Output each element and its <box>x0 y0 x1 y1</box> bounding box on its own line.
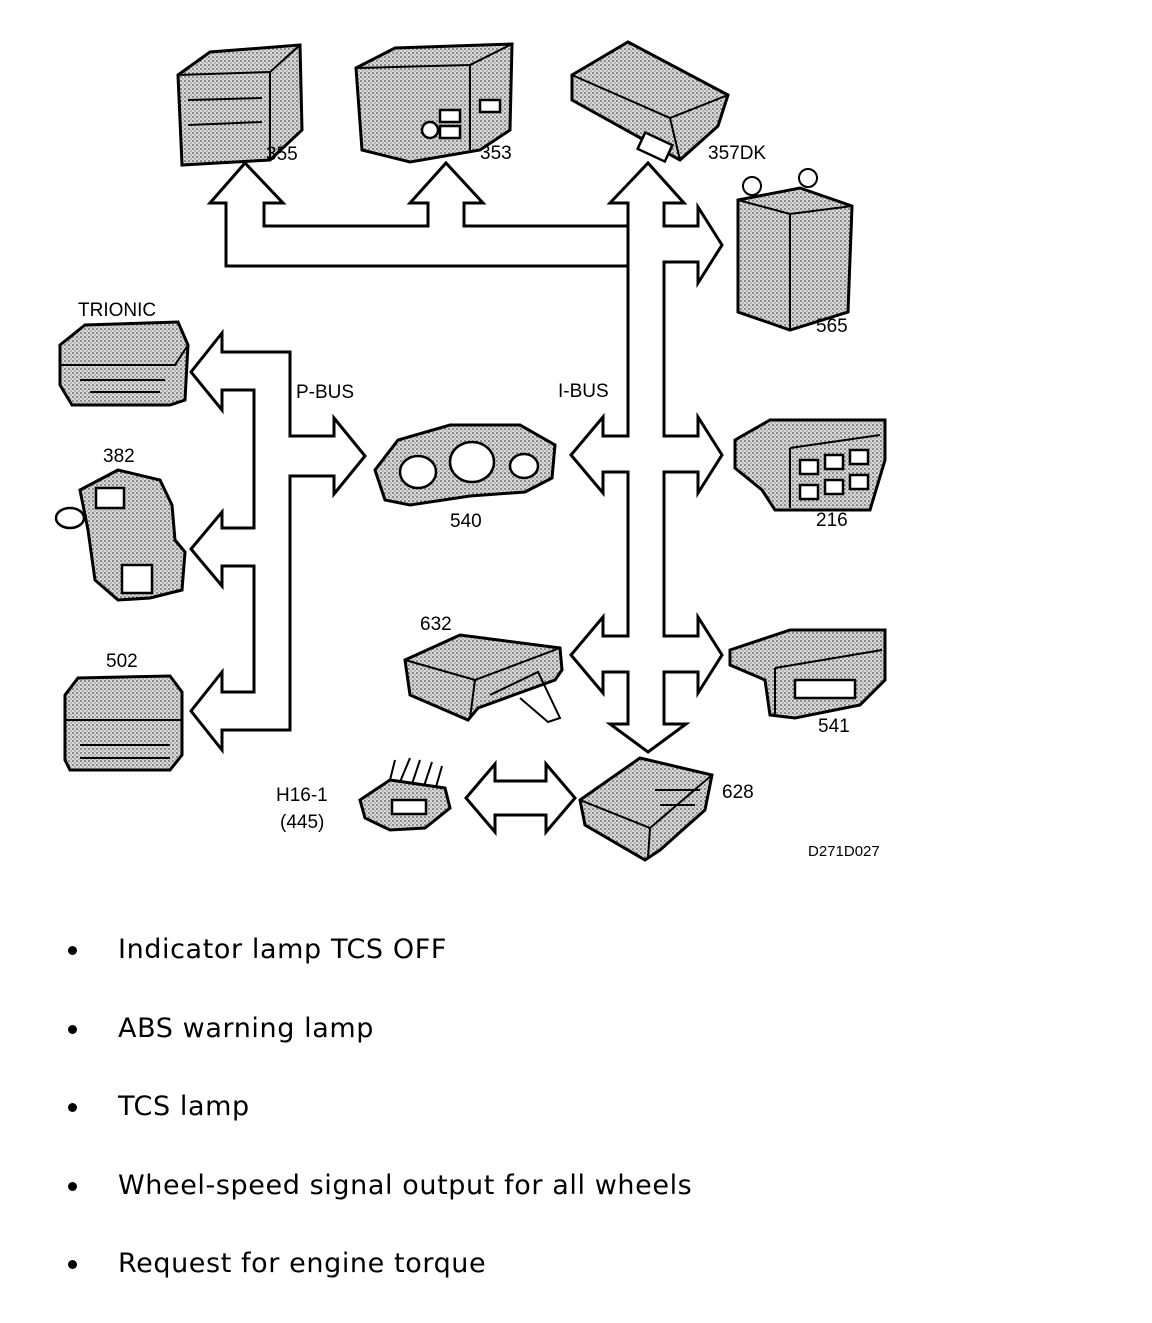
label-565: 565 <box>816 316 848 337</box>
label-382: 382 <box>103 446 135 467</box>
list-item-text: ABS warning lamp <box>118 1012 375 1044</box>
module-502 <box>63 674 184 772</box>
connector-h16-1 <box>358 757 452 832</box>
list-item-text: Request for engine torque <box>118 1248 487 1279</box>
label-216: 216 <box>816 510 848 531</box>
module-540 <box>373 423 557 507</box>
label-353: 353 <box>480 143 512 164</box>
label-541: 541 <box>818 716 850 737</box>
arrow-h16-628 <box>464 759 577 837</box>
module-357dk <box>570 40 730 164</box>
module-353 <box>354 42 514 164</box>
figure-code: D271D027 <box>808 843 880 860</box>
module-565 <box>736 168 854 332</box>
i-bus-arrows <box>206 160 724 837</box>
bullet-icon <box>68 1103 77 1112</box>
label-i-bus: I-BUS <box>558 381 609 402</box>
p-bus-arrows <box>189 328 367 755</box>
module-541 <box>728 628 887 720</box>
label-540: 540 <box>450 511 482 532</box>
label-trionic: TRIONIC <box>78 300 156 321</box>
module-632 <box>403 633 564 724</box>
module-trionic <box>58 320 190 407</box>
bus-network-diagram: 355 353 357DK 565 TRIONIC P-BUS I-BUS 38… <box>54 40 887 862</box>
label-h16-1: H16-1 <box>276 785 328 806</box>
label-p-bus: P-BUS <box>296 382 354 403</box>
list-item-text: Wheel-speed signal output for all wheels <box>118 1169 693 1201</box>
list-item-text: Indicator lamp TCS OFF <box>118 934 447 965</box>
label-628: 628 <box>722 782 754 803</box>
p-bus-trunk <box>189 328 367 755</box>
i-bus-trunk <box>569 160 724 754</box>
label-h16-1-sub: (445) <box>280 812 324 833</box>
arrow-to-355 <box>206 160 630 268</box>
module-216 <box>733 418 887 512</box>
module-628 <box>578 756 714 862</box>
label-357dk: 357DK <box>708 143 766 164</box>
label-502: 502 <box>106 651 138 672</box>
module-382 <box>54 468 187 602</box>
module-355 <box>176 43 304 167</box>
bullet-icon <box>68 1260 77 1269</box>
label-355: 355 <box>266 144 298 165</box>
bullet-icon <box>68 946 77 955</box>
label-632: 632 <box>420 614 452 635</box>
bullet-icon <box>68 1181 77 1191</box>
list-item-text: TCS lamp <box>118 1091 250 1122</box>
bullet-icon <box>68 1024 77 1034</box>
